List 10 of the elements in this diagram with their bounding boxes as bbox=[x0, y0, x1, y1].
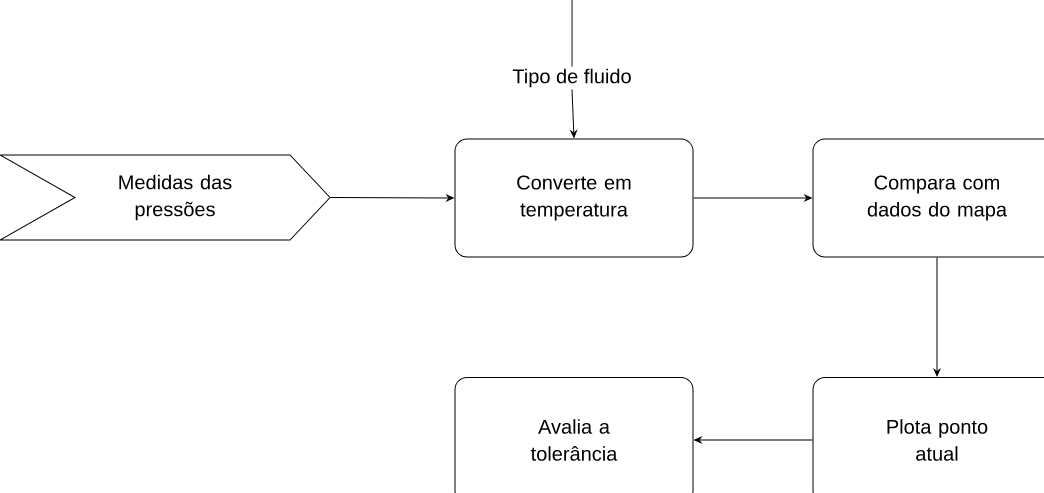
arrow bbox=[570, 89, 577, 138]
arrow bbox=[693, 194, 812, 202]
arrow bbox=[694, 436, 813, 444]
process-box: Converte em temperatura bbox=[454, 138, 694, 258]
text-label: Tipo de fluido bbox=[512, 68, 631, 88]
process-box: Compara com dados do mapa bbox=[812, 138, 1044, 258]
process-box: Plota ponto atual bbox=[812, 377, 1044, 493]
arrow bbox=[933, 257, 941, 377]
process-box: Avalia a tolerância bbox=[454, 377, 694, 493]
arrow bbox=[329, 194, 454, 202]
